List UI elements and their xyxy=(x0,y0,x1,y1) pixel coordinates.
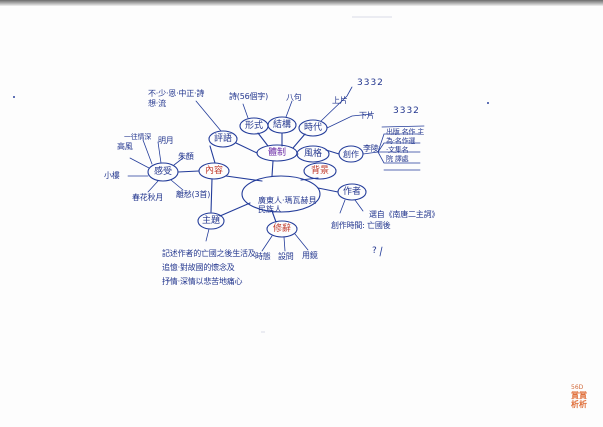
label-rhetoric: 修辭 xyxy=(272,224,291,234)
label-theme: 風格 xyxy=(303,149,322,159)
note-bottom-left: 記述作者的亡國之後生活及 追憶‧對故國的懷念及 抒情‧深情以悲苦地痛心 xyxy=(162,247,256,289)
center-oval xyxy=(241,175,321,213)
label-pingshu: 評語 xyxy=(213,134,232,144)
note-right-list: 出版 名作 主 為‧名作選 ‧文集名 院 譯處 xyxy=(386,128,424,164)
oval-topic xyxy=(197,212,225,230)
corner-stamp: 56D 賞賞 析析 xyxy=(571,384,597,418)
note-left-g: 離愁(3首) xyxy=(176,190,211,199)
oval-rhetoric xyxy=(266,220,298,238)
note-right-list-2: 為‧名作選 xyxy=(386,137,416,145)
note-left-f: 朱顏 xyxy=(178,152,194,161)
note-top-mid-a: 詩(56個字) xyxy=(229,92,269,101)
stamp-line2: 賞賞 xyxy=(571,391,587,400)
note-bottom-left-1: 記述作者的亡國之後生活及 xyxy=(162,249,256,258)
label-creation: 創作 xyxy=(343,150,359,159)
label-author: 作者 xyxy=(342,187,361,197)
note-right-list-1: 出版 名作 主 xyxy=(386,128,425,136)
label-topic: 主題 xyxy=(201,216,220,226)
note-bottom-mid-2: 設問 xyxy=(278,252,294,261)
note-right-low-a: 選自《南唐二主詞》 xyxy=(369,210,440,219)
note-bottom-mid-3: 用鏡 xyxy=(302,251,318,260)
note-top-left-line1: 不‧少‧恩‧中正‧詩 xyxy=(148,89,205,98)
note-left-a: 一往情深 xyxy=(124,133,152,141)
note-left-b: 明月 xyxy=(158,136,174,145)
note-bottom-left-3: 抒情‧深情以悲苦地痛心 xyxy=(162,277,243,286)
label-feeling: 感受 xyxy=(153,167,172,177)
center-label-line2: 民族人 xyxy=(258,205,282,214)
center-label-line1: 廣東人‧瑪瓦赫貝 xyxy=(258,196,317,205)
note-top-right-a: 上片 xyxy=(332,96,348,105)
note-num-top: 3332 xyxy=(357,78,384,88)
scanner-top-edge xyxy=(0,0,603,6)
note-left-d: 小樓 xyxy=(104,171,120,180)
note-left-c: 高風 xyxy=(117,142,133,151)
note-top-left: 不‧少‧恩‧中正‧詩 想‧流 xyxy=(148,89,204,109)
oval-background xyxy=(303,162,337,180)
note-left-e: 春花秋月 xyxy=(132,193,164,202)
center-label: 廣東人‧瑪瓦赫貝 民族人 xyxy=(258,196,317,214)
stamp-line3: 析析 xyxy=(571,400,587,409)
note-right-pin: 李陵 xyxy=(363,144,379,153)
oval-pingshu xyxy=(208,130,238,148)
note-right-list-4: 院 譯處 xyxy=(386,155,409,163)
note-top-mid-b: 八句 xyxy=(286,93,302,102)
note-right-low-b: 創作時間: 亡國後 xyxy=(331,221,391,230)
note-top-right-b: 下片 xyxy=(359,111,375,120)
stamp-line1: 56D xyxy=(571,384,584,391)
label-shape-sub: 結構 xyxy=(272,120,291,130)
note-bottom-mid-1: 時態 xyxy=(255,252,271,261)
note-top-left-line2: 想‧流 xyxy=(148,99,166,108)
label-background: 背景 xyxy=(310,166,329,176)
note-right-list-3: ‧文集名 xyxy=(386,146,409,154)
label-shape: 形式 xyxy=(244,121,263,131)
note-num-mid: 3332 xyxy=(393,106,420,116)
label-era: 時代 xyxy=(303,123,322,133)
label-content: 內容 xyxy=(204,166,223,176)
note-bottom-left-2: 追憶‧對故國的懷念及 xyxy=(162,263,235,272)
note-question-mark: ? xyxy=(372,246,377,256)
label-body-system: 體制 xyxy=(267,148,286,158)
